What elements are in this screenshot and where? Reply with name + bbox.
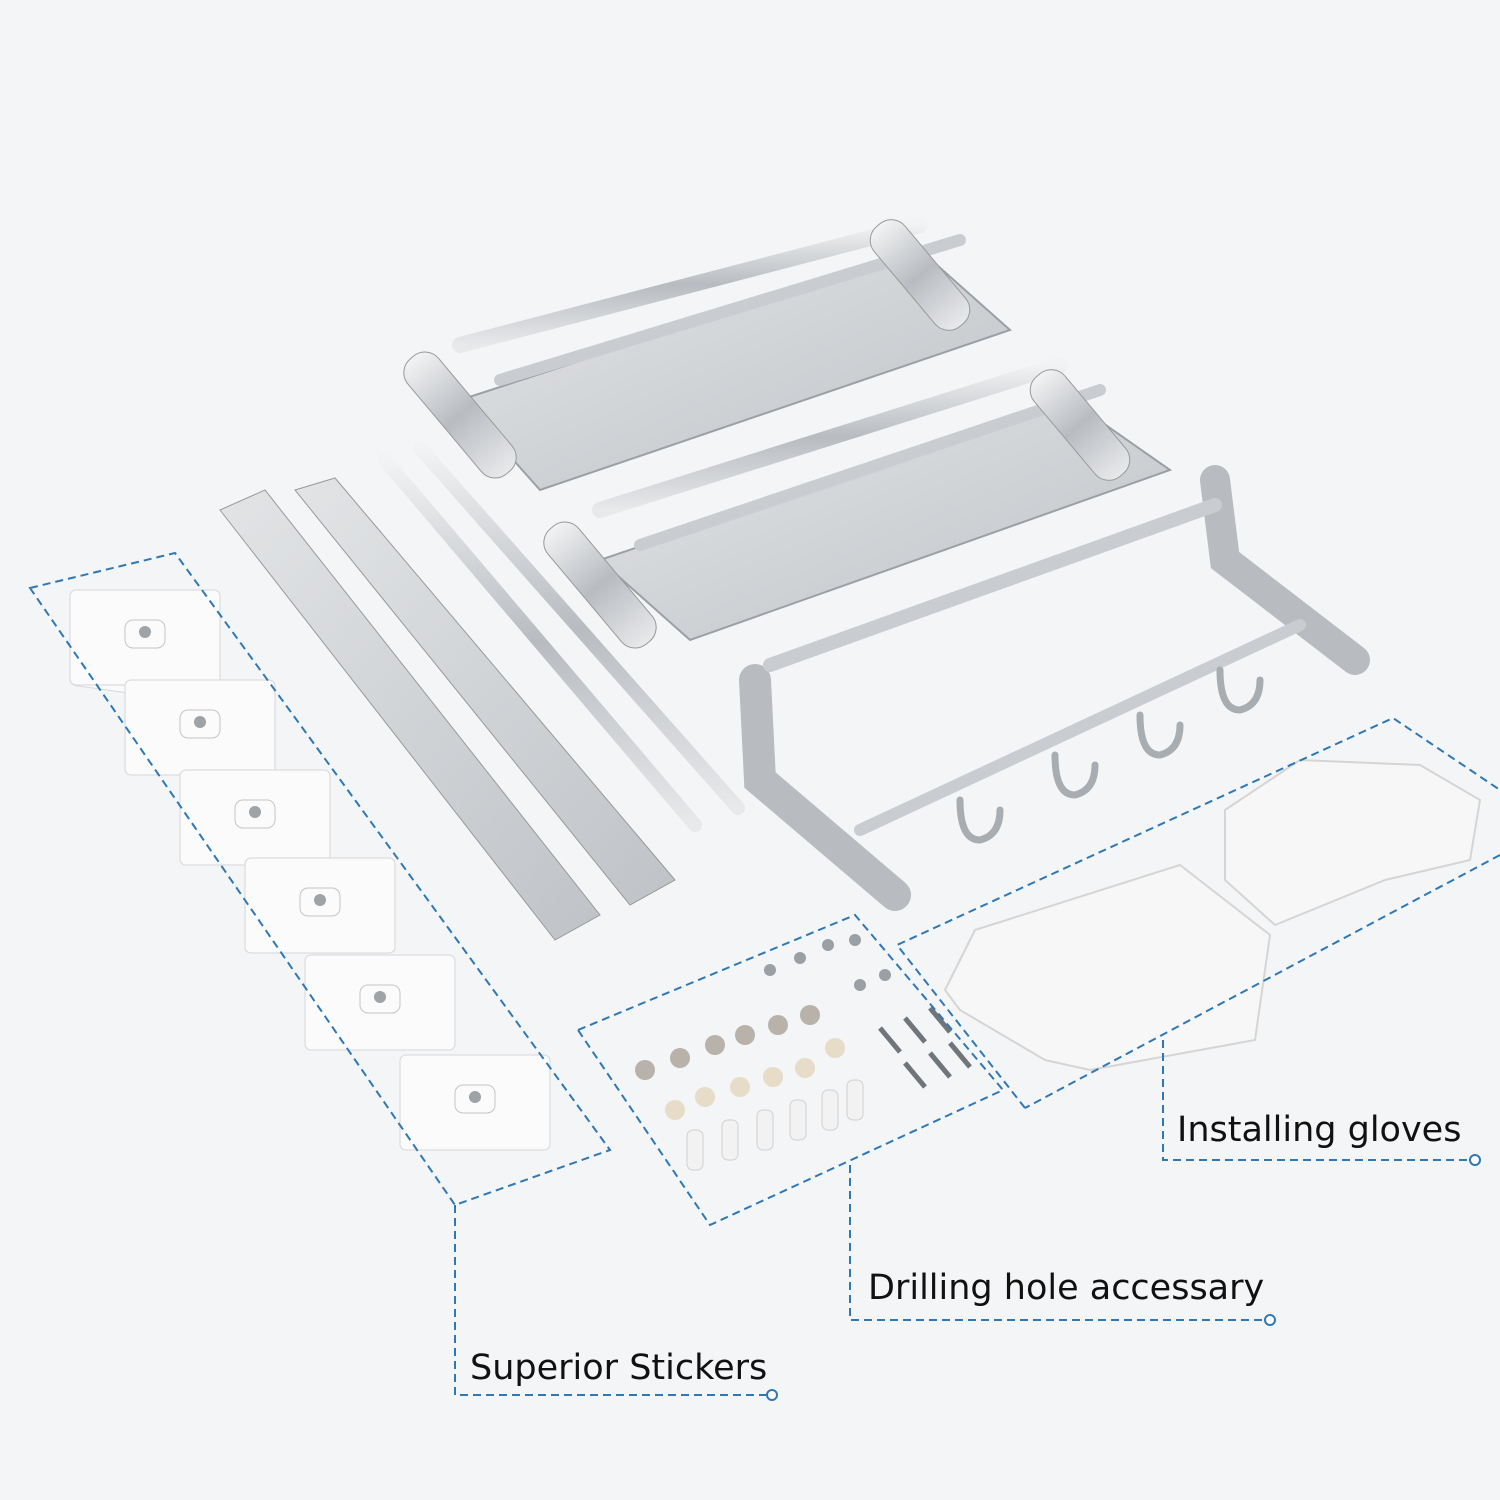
- screw-cap: [635, 1060, 655, 1080]
- label-installing-gloves: Installing gloves: [1177, 1110, 1462, 1150]
- wall-anchor: [756, 1109, 774, 1151]
- drilling-callout-leader: [849, 1165, 1264, 1321]
- label-superior-stickers: Superior Stickers: [470, 1348, 768, 1388]
- drilling-callout-box: [576, 913, 1005, 1227]
- wood-screw: [878, 1026, 902, 1054]
- sticker-pad: [399, 1054, 551, 1151]
- sticker-pad: [69, 589, 221, 686]
- wall-anchor: [846, 1079, 864, 1121]
- callout-end-dots: [766, 1154, 1481, 1401]
- screw: [854, 979, 866, 991]
- screw-cap: [705, 1035, 725, 1055]
- sticker-pads: [69, 589, 551, 1151]
- stickers-callout-leader: [454, 1205, 766, 1396]
- wood-screw: [903, 1016, 927, 1044]
- shelf-upper: [403, 217, 1012, 492]
- screw: [764, 964, 776, 976]
- gloves: [943, 758, 1482, 1072]
- screw-cap: [735, 1025, 755, 1045]
- screw-cap: [768, 1015, 788, 1035]
- label-drilling-hole-accessary: Drilling hole accessary: [868, 1268, 1265, 1308]
- wall-anchor: [821, 1089, 839, 1131]
- wood-screw: [948, 1041, 972, 1069]
- screw: [822, 939, 834, 951]
- screws-and-anchors: [635, 934, 972, 1171]
- screw-cap: [695, 1087, 715, 1107]
- sticker-pad: [124, 679, 276, 776]
- screw-cap: [670, 1048, 690, 1068]
- screw-cap: [795, 1058, 815, 1078]
- screw: [849, 934, 861, 946]
- wood-screw: [903, 1061, 927, 1089]
- sticker-pad: [304, 954, 456, 1051]
- wood-screw: [928, 1051, 952, 1079]
- screw-cap: [665, 1100, 685, 1120]
- sticker-pad: [179, 769, 331, 866]
- screw-cap: [825, 1038, 845, 1058]
- towel-bar-with-hooks: [739, 465, 1370, 911]
- wall-anchor: [686, 1129, 704, 1171]
- callout-lines: [28, 551, 1500, 1396]
- wall-anchor: [789, 1099, 807, 1141]
- screw-cap: [763, 1067, 783, 1087]
- support-rods: [378, 441, 745, 832]
- screw: [879, 969, 891, 981]
- wood-screw: [928, 1006, 952, 1034]
- shelf-lower: [543, 357, 1173, 649]
- wall-anchor: [721, 1119, 739, 1161]
- sticker-pad: [244, 857, 396, 954]
- screw-cap: [800, 1005, 820, 1025]
- stickers-callout-box: [28, 551, 612, 1207]
- screw-cap: [730, 1077, 750, 1097]
- gloves-callout-leader: [1162, 1040, 1469, 1161]
- screw: [794, 952, 806, 964]
- mounting-plates: [219, 477, 676, 941]
